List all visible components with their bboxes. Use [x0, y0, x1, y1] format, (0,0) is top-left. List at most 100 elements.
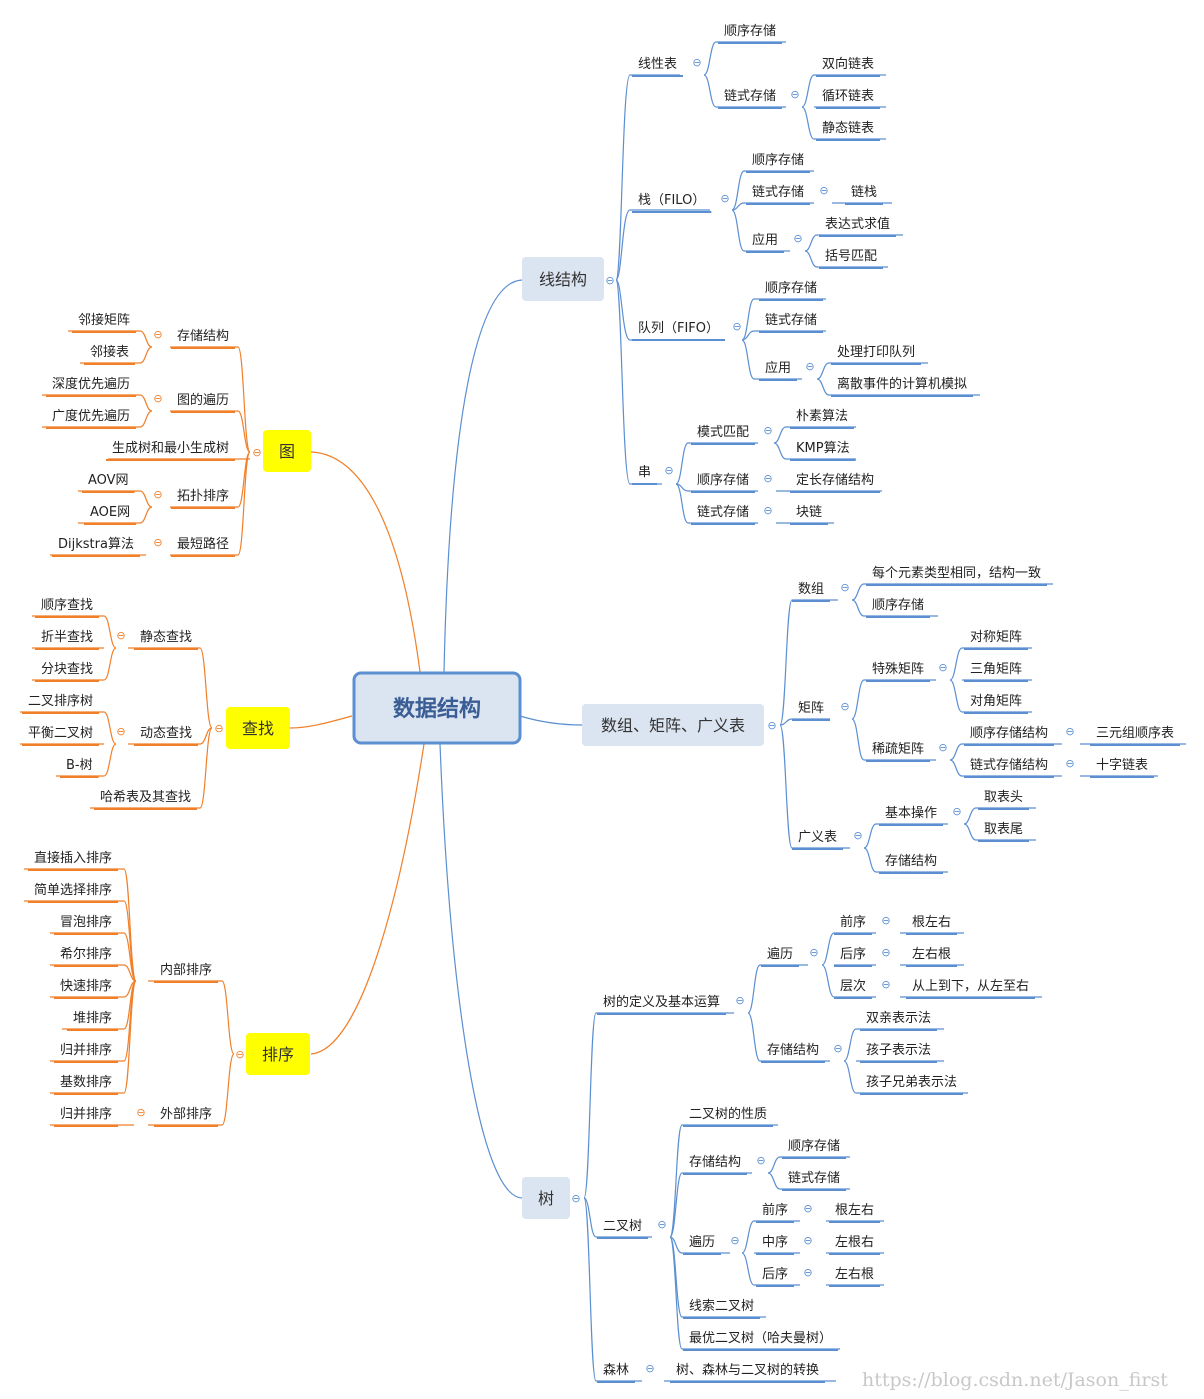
node-def-traverse: 遍历: [767, 946, 793, 962]
node-bin-pre-0: 根左右: [835, 1203, 874, 1218]
node-arr-1: 顺序存储: [872, 598, 924, 613]
collapse-toggle-icon: ⊖: [645, 1362, 654, 1375]
node-string-match-1: KMP算法: [796, 441, 850, 456]
array-labels: 数组 每个元素类型相同，结构一致 顺序存储 矩阵 特殊矩阵 对称矩阵 三角矩阵 …: [798, 565, 1174, 869]
node-special-0: 对称矩阵: [970, 630, 1022, 645]
collapse-toggle-icon: ⊖: [833, 1042, 842, 1055]
node-bin-pre: 前序: [762, 1202, 788, 1218]
node-queue-linked: 链式存储: [765, 313, 817, 328]
collapse-toggle-icon: ⊖: [763, 504, 772, 517]
node-glist: 广义表: [798, 830, 837, 845]
tree-node-label: 树: [538, 1189, 554, 1208]
node-forest: 森林: [603, 1363, 629, 1378]
node-s-static-1: 折半查找: [41, 630, 93, 645]
node-queue-app-0: 处理打印队列: [837, 345, 915, 360]
node-bin-traverse: 遍历: [689, 1234, 715, 1250]
node-queue-app: 应用: [765, 360, 791, 376]
node-list-linked: 链式存储: [724, 89, 776, 104]
node-s-hash: 哈希表及其查找: [100, 790, 191, 805]
search-node-label: 查找: [242, 719, 274, 738]
main-connectors: [289, 279, 583, 1199]
collapse-toggle-icon: ⊖: [819, 184, 828, 197]
node-def-storage-1: 孩子表示法: [866, 1043, 931, 1058]
collapse-toggle-icon: ⊖: [605, 274, 614, 287]
node-queue: 队列（FIFO）: [638, 321, 719, 336]
node-arr-0: 每个元素类型相同，结构一致: [872, 565, 1041, 581]
collapse-toggle-icon: ⊖: [664, 464, 673, 477]
node-sparse-linked: 链式存储结构: [970, 758, 1048, 773]
collapse-toggle-icon: ⊖: [153, 536, 162, 549]
node-g-storage: 存储结构: [177, 329, 229, 344]
collapse-toggle-icon: ⊖: [1065, 757, 1074, 770]
node-bin-storage-0: 顺序存储: [788, 1139, 840, 1154]
linear-node-box[interactable]: [522, 257, 604, 301]
collapse-toggle-icon: ⊖: [735, 994, 744, 1007]
collapse-toggle-icon: ⊖: [116, 725, 125, 738]
center-node-box[interactable]: [352, 671, 522, 745]
collapse-toggle-icon: ⊖: [763, 472, 772, 485]
collapse-toggle-icon: ⊖: [730, 1234, 739, 1247]
node-sort-int-7: 基数排序: [60, 1075, 112, 1090]
collapse-toggle-icon: ⊖: [214, 722, 223, 735]
node-s-static: 静态查找: [140, 630, 192, 645]
node-s-dyn-0: 二叉排序树: [28, 694, 93, 709]
graph-node-box[interactable]: [263, 430, 311, 472]
node-g-trav: 图的遍历: [177, 392, 229, 408]
node-s-dyn-1: 平衡二叉树: [28, 726, 93, 741]
node-sort-int-5: 堆排序: [73, 1011, 112, 1026]
node-matrix: 矩阵: [798, 701, 824, 716]
sort-node-label: 排序: [262, 1045, 294, 1064]
collapse-toggle-icon: ⊖: [657, 1218, 666, 1231]
collapse-toggle-icon: ⊖: [881, 946, 890, 959]
node-g-trav-1: 广度优先遍历: [52, 408, 130, 424]
node-stack: 栈（FILO）: [638, 193, 705, 208]
collapse-toggle-icon: ⊖: [840, 700, 849, 713]
node-g-short: 最短路径: [177, 536, 229, 552]
collapse-toggle-icon: ⊖: [805, 360, 814, 373]
node-bin-post: 后序: [762, 1267, 788, 1282]
collapse-toggle-icon: ⊖: [692, 56, 701, 69]
node-stack-seq: 顺序存储: [752, 153, 804, 168]
node-list-linked-1: 循环链表: [822, 89, 874, 104]
graph-labels: 存储结构 邻接矩阵 邻接表 图的遍历 深度优先遍历 广度优先遍历 生成树和最小生…: [52, 312, 229, 552]
node-def-level: 层次: [840, 978, 866, 994]
node-glist-ops-1: 取表尾: [984, 822, 1023, 837]
collapse-toggle-icon: ⊖: [938, 741, 947, 754]
node-bin-storage: 存储结构: [689, 1155, 741, 1170]
collapse-toggle-icon: ⊖: [763, 424, 772, 437]
search-labels: 静态查找 顺序查找 折半查找 分块查找 动态查找 二叉排序树 平衡二叉树 B-树…: [28, 598, 192, 805]
node-s-dyn: 动态查找: [140, 726, 192, 741]
tree-node-box[interactable]: [522, 1177, 570, 1219]
node-string-match: 模式匹配: [697, 425, 749, 440]
node-special-2: 对角矩阵: [970, 694, 1022, 709]
search-node-box[interactable]: [226, 707, 290, 749]
node-queue-seq: 顺序存储: [765, 281, 817, 296]
node-string-match-0: 朴素算法: [796, 409, 848, 424]
node-bin-huffman: 最优二叉树（哈夫曼树）: [689, 1331, 832, 1346]
node-list-seq: 顺序存储: [724, 24, 776, 39]
node-sort-int-3: 希尔排序: [60, 947, 112, 962]
tree-labels: 树的定义及基本运算 遍历 前序 根左右 后序 左右根 层次 从上到下，从左至右 …: [603, 914, 1029, 1378]
toggles-right[interactable]: ⊖ ⊖ ⊖ ⊖ ⊖ ⊖ ⊖ ⊖ ⊖ ⊖ ⊖ ⊖ ⊖ ⊖ ⊖ ⊖ ⊖ ⊖ ⊖ ⊖ …: [571, 56, 1074, 1375]
array-node-box[interactable]: [582, 704, 764, 746]
node-bin-mid-0: 左根右: [835, 1235, 874, 1250]
toggles-left[interactable]: ⊖ ⊖ ⊖ ⊖ ⊖ ⊖ ⊖ ⊖ ⊖ ⊖: [116, 328, 261, 1119]
node-bin-post-0: 左右根: [835, 1267, 874, 1282]
node-string-seq-0: 定长存储结构: [796, 473, 874, 488]
collapse-toggle-icon: ⊖: [235, 1048, 244, 1061]
graph-node-label: 图: [279, 442, 295, 461]
node-sort-ext-0: 归并排序: [60, 1107, 112, 1122]
node-sort-int-6: 归并排序: [60, 1043, 112, 1058]
collapse-toggle-icon: ⊖: [252, 446, 261, 459]
node-sparse-seq: 顺序存储结构: [970, 726, 1048, 741]
collapse-toggle-icon: ⊖: [1065, 725, 1074, 738]
node-def-level-0: 从上到下，从左至右: [912, 979, 1029, 994]
node-sparse-linked-0: 十字链表: [1096, 758, 1148, 773]
sort-node-box[interactable]: [246, 1033, 310, 1075]
node-stack-app-0: 表达式求值: [825, 216, 890, 232]
collapse-toggle-icon: ⊖: [809, 946, 818, 959]
collapse-toggle-icon: ⊖: [720, 192, 729, 205]
node-g-trav-0: 深度优先遍历: [52, 376, 130, 392]
node-sort-ext: 外部排序: [160, 1107, 212, 1122]
